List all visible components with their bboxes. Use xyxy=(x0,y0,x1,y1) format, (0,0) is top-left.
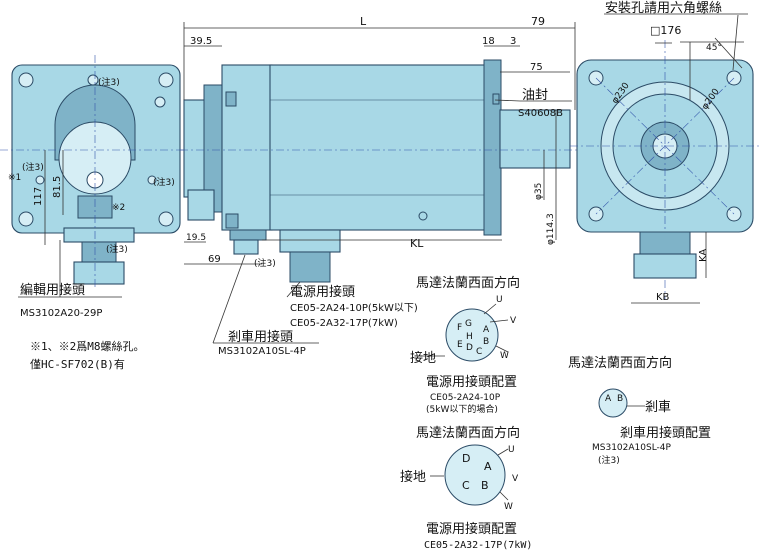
dim-81-5: 81.5 xyxy=(52,176,63,198)
pin-D: D xyxy=(466,343,473,353)
power-code-5kw: CE05-2A24-10P(5kW以下) xyxy=(290,303,418,314)
dim-3: 3 xyxy=(510,36,516,47)
ground-label-1: 接地 xyxy=(410,350,436,366)
encoder-side-view xyxy=(0,55,250,290)
dim-L: L xyxy=(360,15,367,28)
dim-45deg: 45° xyxy=(706,43,722,53)
brake-connector-code: MS3102A10SL-4P xyxy=(218,346,306,357)
dim-117: 117 xyxy=(33,187,44,206)
brake-layout-note: (注3) xyxy=(598,454,620,466)
ground-label-2: 接地 xyxy=(400,469,426,485)
dim-KL: KL xyxy=(410,237,424,250)
dim-75: 75 xyxy=(530,62,543,73)
pin-B: B xyxy=(483,337,489,347)
pin-C: C xyxy=(476,347,482,357)
power-layout-code-2: CE05-2A32-17P(7kW) xyxy=(424,540,532,551)
flange-direction-1: 馬達法蘭西面方向 xyxy=(416,275,520,291)
pin2-A: A xyxy=(484,460,492,473)
mounting-note: ※1、※2爲M8螺絲孔。 xyxy=(30,339,145,353)
model-note: 僅HC-SF702(B)有 xyxy=(30,357,125,371)
brake-layout-code: MS3102A10SL-4P xyxy=(592,443,672,453)
motor-side-view xyxy=(180,59,590,283)
pin2-B: B xyxy=(481,479,489,492)
encoder-connector-code: MS3102A20-29P xyxy=(20,308,102,319)
brake-connector-label: 剎車用接頭 xyxy=(228,329,293,345)
power-connector-label: 電源用接頭 xyxy=(290,284,355,300)
shaft-diameter-label: φ35 xyxy=(534,183,544,200)
brake-connector-diagram xyxy=(598,388,645,418)
left-note3-mid: (注3) xyxy=(153,176,175,188)
mark1-label: ※1 xyxy=(8,173,21,183)
dim-39-5: 39.5 xyxy=(190,36,212,47)
phase-V-2: V xyxy=(512,474,519,484)
flange-view xyxy=(570,40,760,300)
oil-seal-label: 油封 xyxy=(522,88,548,103)
brake-layout-label: 剎車用接頭配置 xyxy=(620,425,711,441)
dim-176: □176 xyxy=(650,24,681,37)
brake-pin-A: A xyxy=(605,394,612,404)
pin2-D: D xyxy=(462,452,470,465)
pin-G: G xyxy=(465,319,472,329)
dim-KB: KB xyxy=(656,292,670,303)
mounting-hole-label: 安裝孔請用六角螺絲 xyxy=(605,1,722,16)
power-connector-diagram-2 xyxy=(430,444,509,506)
flange-direction-2: 馬達法蘭西面方向 xyxy=(416,425,520,441)
left-note3-bottom: (注3) xyxy=(106,243,128,255)
pin-A: A xyxy=(483,325,490,335)
phase-V-1: V xyxy=(510,316,517,326)
power-layout-label-1: 電源用接頭配置 xyxy=(426,374,517,390)
dim-18: 18 xyxy=(482,36,495,47)
flange-direction-3: 馬達法蘭西面方向 xyxy=(568,355,672,371)
phase-U-1: U xyxy=(496,295,503,305)
pin-H: H xyxy=(466,332,473,342)
note3-brake: (注3) xyxy=(254,257,276,269)
dim-79: 79 xyxy=(531,15,545,28)
power-layout-note-1: (5kW以下的場合) xyxy=(426,403,498,415)
power-layout-label-2: 電源用接頭配置 xyxy=(426,521,517,537)
encoder-connector-label: 編輯用接頭 xyxy=(20,282,85,298)
phase-W-2: W xyxy=(504,502,513,512)
power-connector-diagram-1 xyxy=(420,303,509,362)
brake-label: 剎車 xyxy=(645,400,671,415)
dim-19-5: 19.5 xyxy=(186,233,206,243)
spigot-diameter-label: φ114.3 xyxy=(546,213,556,245)
phase-U-2: U xyxy=(508,445,515,455)
dimension-lines xyxy=(183,22,744,304)
dim-69: 69 xyxy=(208,254,221,265)
mark2-label: ※2 xyxy=(112,203,125,213)
pin-F: F xyxy=(457,323,462,333)
brake-pin-B: B xyxy=(617,394,623,404)
dim-KA: KA xyxy=(698,249,709,262)
power-code-7kw: CE05-2A32-17P(7kW) xyxy=(290,318,398,329)
leader-lines xyxy=(18,13,748,344)
power-layout-code-1: CE05-2A24-10P xyxy=(430,393,501,403)
left-note3-left: (注3) xyxy=(22,161,44,173)
phase-W-1: W xyxy=(500,351,509,361)
pin2-C: C xyxy=(462,479,470,492)
pin-E: E xyxy=(457,340,463,350)
oil-seal-code: S40608B xyxy=(518,108,563,119)
left-note3-top: (注3) xyxy=(98,76,120,88)
